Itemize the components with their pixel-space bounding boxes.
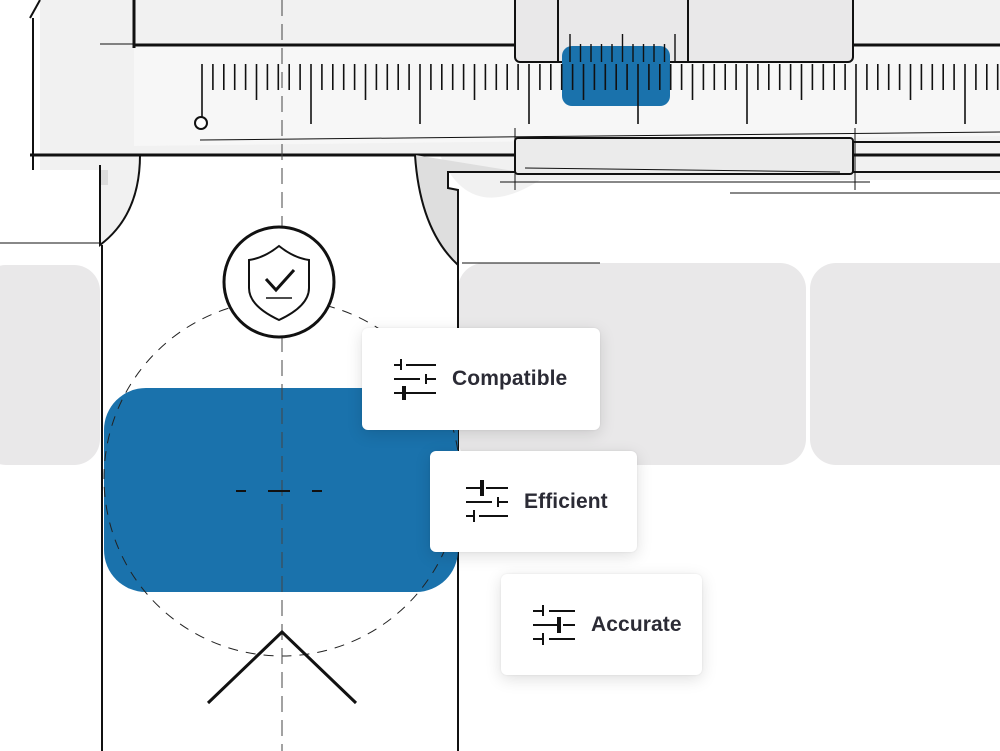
background-panels	[0, 263, 1000, 465]
feature-label: Compatible	[452, 367, 568, 390]
feature-card-accurate[interactable]: Accurate	[501, 574, 702, 675]
feature-label: Efficient	[524, 489, 608, 513]
shield-check-icon	[222, 225, 336, 339]
chevron-up-icon	[206, 629, 358, 705]
sliders-icon	[466, 479, 508, 522]
ruler-ticks	[201, 64, 999, 124]
feature-card-compatible[interactable]: Compatible	[362, 328, 600, 430]
sliders-icon	[394, 359, 436, 400]
feature-label: Accurate	[591, 612, 682, 636]
caliper-jaws	[99, 154, 520, 330]
vernier-ticks	[569, 34, 676, 62]
scale-hole	[194, 116, 208, 130]
sliders-icon	[533, 604, 575, 645]
feature-card-efficient[interactable]: Efficient	[430, 451, 637, 552]
